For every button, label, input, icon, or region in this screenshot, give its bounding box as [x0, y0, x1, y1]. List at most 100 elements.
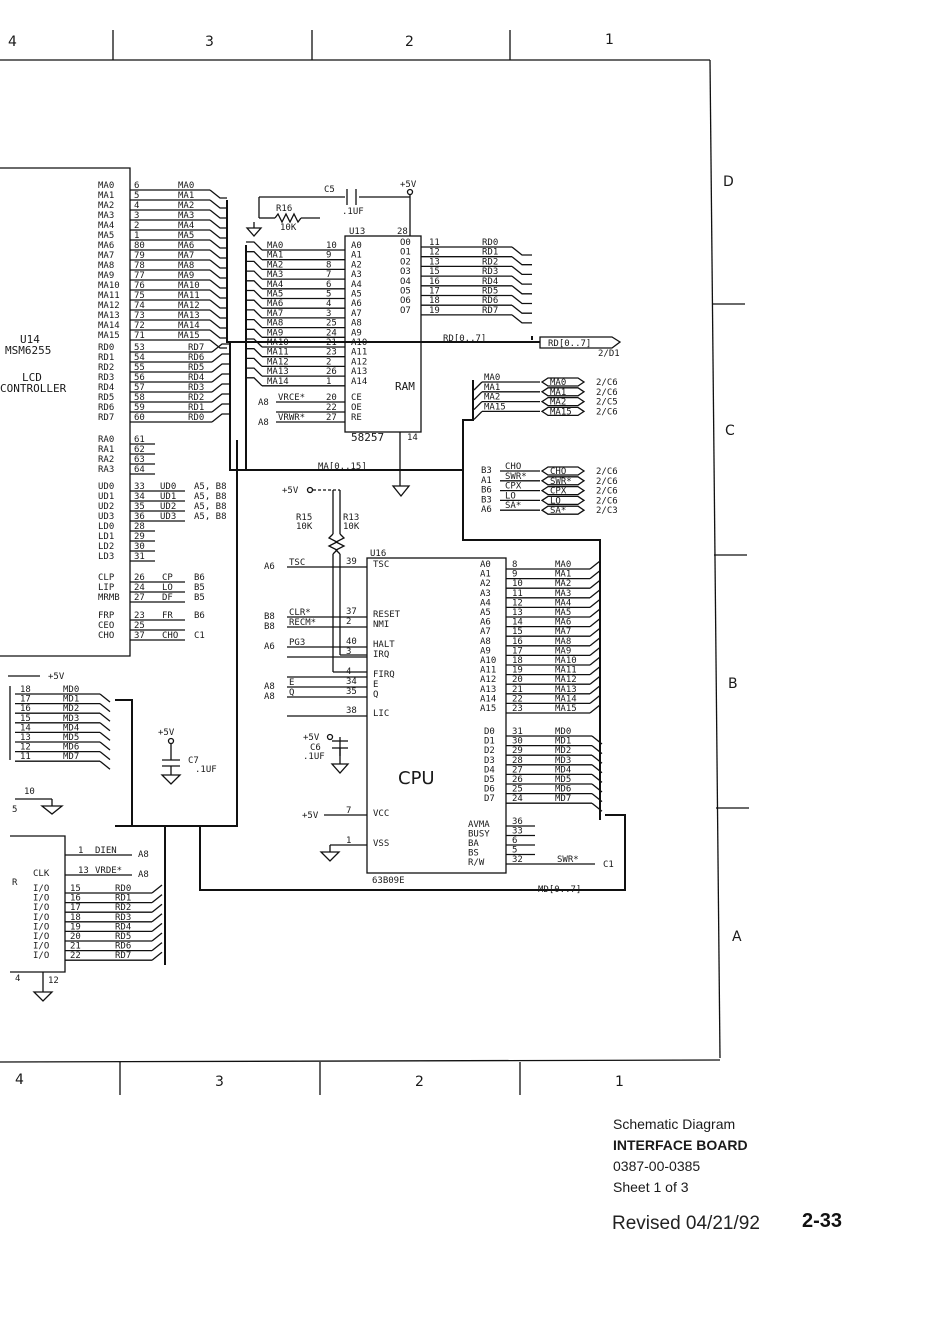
u14-bus-entry-ma-2 — [209, 209, 227, 219]
u16-net-d-1: MD1 — [555, 737, 571, 747]
u13-bus-entry-a-11 — [246, 348, 263, 358]
u14-num-rd-3: 56 — [134, 373, 145, 383]
u14-net-ma-3: MA3 — [178, 211, 194, 221]
u13-num-o-2: 13 — [429, 257, 440, 267]
u14-bus-entry-ma-5 — [209, 239, 227, 249]
u13-net-a-8: MA8 — [267, 319, 283, 329]
md-num-5: 13 — [20, 733, 31, 743]
u14-net-ma-0: MA0 — [178, 181, 194, 191]
u14-pin-cl-1: LIP — [98, 583, 115, 593]
u14-pin-ld0: LD0 — [98, 522, 114, 532]
u14-num-14: 72 — [134, 321, 145, 331]
u16-pin-a11: A11 — [480, 666, 496, 676]
u16-num-s-0: 36 — [512, 817, 523, 827]
bottom-io-label-0: I/O — [33, 884, 49, 894]
u16-pin-d3: D3 — [484, 756, 495, 766]
u14-num-0: 6 — [134, 181, 139, 191]
u14-num-ud-5: 29 — [134, 532, 145, 542]
md-bus-entry-1 — [99, 703, 111, 713]
u14-pin-rd3: RD3 — [98, 373, 114, 383]
offpage-ctl-zone-2: B6 — [481, 486, 492, 496]
u14-ref-ud-2: A5, B8 — [194, 502, 227, 512]
u13-pin-a14: A14 — [351, 377, 367, 387]
title-block: Schematic Diagram INTERFACE BOARD 0387-0… — [613, 1114, 913, 1198]
rd-offpage-net: RD[0..7] — [548, 339, 591, 349]
u14-num-10: 76 — [134, 281, 145, 291]
u13-pin-o3: O3 — [400, 267, 411, 277]
u16-pin-a2: A2 — [480, 579, 491, 589]
u14-bus-entry-rd-6 — [211, 403, 230, 413]
bottom-ctl-num-0: 1 — [78, 846, 83, 856]
u13-bus-entry-o-1 — [511, 256, 532, 266]
title-line-partnum: 0387-00-0385 — [613, 1158, 701, 1174]
u14-pin-ma8: MA8 — [98, 261, 114, 271]
u14-pin-rd5: RD5 — [98, 393, 114, 403]
u16-ref-l-3: A6 — [264, 642, 275, 652]
u14-pin-ud3: UD3 — [98, 512, 114, 522]
u13-pin-list: A010MA0A19MA1A28MA2A37MA3A46MA4A55MA5A64… — [246, 238, 532, 428]
u13-num-o-4: 16 — [429, 277, 440, 287]
u16-bus-entry-a-1 — [589, 570, 601, 580]
bottom-io-num-1: 16 — [70, 894, 81, 904]
u13-net-a-13: MA13 — [267, 367, 289, 377]
u14-num-fr-0: 23 — [134, 611, 145, 621]
u16-bus-entry-a-0 — [589, 560, 601, 570]
bottom-ctl-num-1: 13 — [78, 866, 89, 876]
u13-net-o-3: RD3 — [482, 267, 498, 277]
u16-num-l-4: 3 — [346, 647, 351, 657]
u13-label: RAM — [395, 380, 415, 393]
u14-bus-entry-ma-3 — [209, 219, 227, 229]
u13-pin-o5: O5 — [400, 287, 411, 297]
u16-pin-a13: A13 — [480, 685, 496, 695]
u16-num-a-7: 15 — [512, 627, 523, 637]
u16-net-a-7: MA7 — [555, 627, 571, 637]
pullup-vcc-label: +5V — [282, 486, 299, 496]
u16-pin-a8: A8 — [480, 637, 491, 647]
u14-net-ud-3: UD3 — [160, 512, 176, 522]
u16-net-a-2: MA2 — [555, 579, 571, 589]
u16-sig-l-7: Q — [289, 688, 294, 698]
u16-pin-avma: AVMA — [468, 820, 490, 830]
title-line-board: INTERFACE BOARD — [613, 1137, 748, 1153]
u14-net-ma-2: MA2 — [178, 201, 194, 211]
u14-pin-ma12: MA12 — [98, 301, 120, 311]
u14-bus-entry-rd-0 — [211, 343, 230, 353]
u13-num-ctl-1: 22 — [326, 403, 337, 413]
zone-top-2: 2 — [405, 34, 414, 50]
offpage-ctl-zone-3: B3 — [481, 495, 492, 505]
bottom-io-label-1: I/O — [33, 894, 49, 904]
u16-bus-entry-a-14 — [589, 694, 601, 704]
offpage-ctl-connector-4 — [540, 505, 586, 515]
u13-bus-entry-o-6 — [511, 304, 532, 314]
u13-num-a-12: 2 — [326, 357, 331, 367]
u14-bus-entry-ma-15 — [209, 339, 227, 349]
u13-net-a-7: MA7 — [267, 309, 283, 319]
u16-ref-rw: C1 — [603, 860, 614, 870]
u13-net-a-2: MA2 — [267, 260, 283, 270]
page-number: 2-33 — [802, 1210, 843, 1232]
u13-net-o-1: RD1 — [482, 248, 498, 258]
u14-num-ud-4: 28 — [134, 522, 145, 532]
u14-pin-ld3: LD3 — [98, 552, 114, 562]
u14-bus-entry-ma-12 — [209, 309, 227, 319]
zone-top-1: 1 — [605, 32, 614, 48]
u16-bus-entry-a-2 — [589, 579, 601, 589]
u13-bus-entry-a-7 — [246, 309, 263, 319]
u13-pin-a12: A12 — [351, 357, 367, 367]
bottom-io-label-6: I/O — [33, 942, 49, 952]
u14-bus-entry-ma-10 — [209, 289, 227, 299]
u14-pin-rd7: RD7 — [98, 413, 114, 423]
bottom-io-net-6: RD6 — [115, 942, 131, 952]
u16-net-a-9: MA9 — [555, 646, 571, 656]
md-gnd-num: 10 — [24, 787, 35, 797]
u14-num-6: 80 — [134, 241, 145, 251]
u13-num-a-5: 5 — [326, 290, 331, 300]
offpage-ctl-label-2: CPX — [505, 482, 522, 492]
u16-pin-a7: A7 — [480, 627, 491, 637]
u13-net-a-6: MA6 — [267, 299, 283, 309]
u14-pin-ma13: MA13 — [98, 311, 120, 321]
u14-net-ma-14: MA14 — [178, 321, 200, 331]
u14-num-5: 1 — [134, 231, 139, 241]
